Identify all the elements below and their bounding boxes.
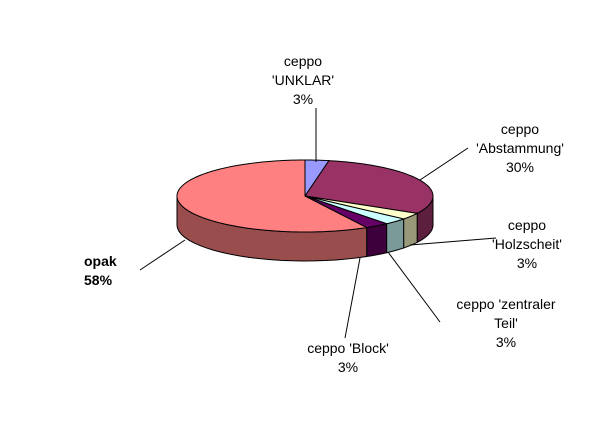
pie-side-ceppo-block — [366, 223, 388, 258]
label-unklar: ceppo 'UNKLAR' 3% — [271, 53, 335, 107]
pie-slice-ceppo-zentraler-teil — [304, 195, 406, 225]
label-holzscheit: ceppo 'Holzscheit' 3% — [492, 217, 562, 271]
leader-line-ceppo-abstammung — [419, 147, 469, 181]
label-abstammung: ceppo 'Abstammung' 30% — [476, 121, 564, 175]
pie-slice-ceppo-holzscheit — [304, 195, 419, 220]
pie-slice-ceppo-abstammung — [304, 160, 434, 214]
label-opak: opak 58% — [84, 253, 117, 288]
pie-side-ceppo-zentraler-teil — [386, 218, 405, 254]
leader-line-ceppo-zentraler-teil — [387, 251, 441, 323]
leader-line-opak — [139, 239, 186, 271]
label-zentraler-teil: ceppo 'zentraler Teil' 3% — [456, 296, 556, 350]
leader-line-ceppo-block — [344, 257, 361, 339]
pie-slice-opak — [176, 159, 369, 233]
pie-slice-ceppo-block — [304, 195, 389, 229]
label-block: ceppo 'Block' 3% — [307, 340, 389, 375]
leader-line-ceppo-holzscheit — [409, 237, 497, 246]
